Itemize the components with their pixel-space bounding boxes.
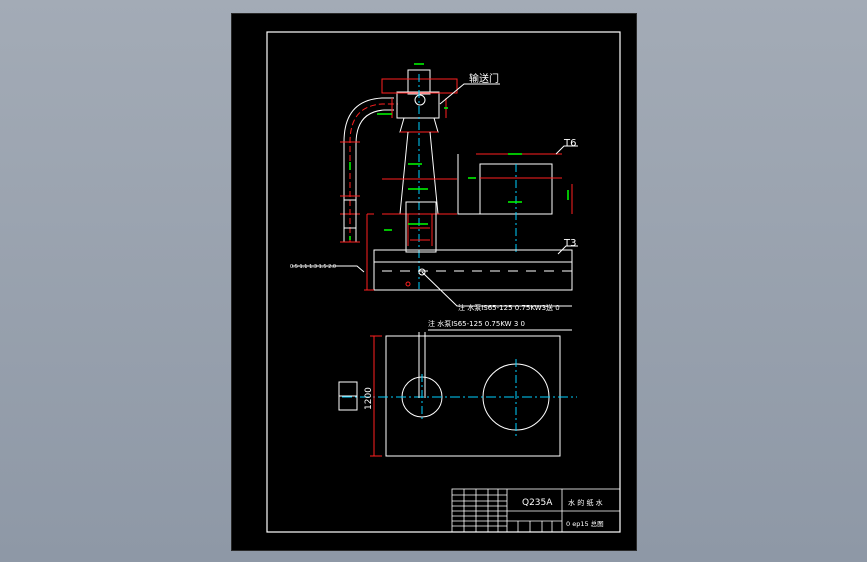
plan-dimension: 1200 <box>364 387 374 410</box>
t6-label: T6 <box>563 138 576 149</box>
cad-drawing: 输送门 T6 T3 注 水泵IS65-125 0.75KW3送 0 注 水泵IS… <box>266 31 621 533</box>
pipe-elbow-inner <box>355 109 394 242</box>
pump-note-1: 注 水泵IS65-125 0.75KW3送 0 <box>458 303 560 312</box>
plan-dim-line <box>370 335 382 457</box>
plan-view <box>338 332 577 457</box>
pump-note-leader <box>421 271 572 307</box>
water-tank <box>373 249 573 291</box>
dimension-marks <box>349 63 569 240</box>
title-material: Q235A <box>522 498 553 508</box>
pipe-centerline <box>349 103 398 242</box>
side-note: 0.5 1.1 1.3 1.5 2.0 <box>290 264 336 270</box>
title-block <box>451 488 621 533</box>
valve-note: 输送门 <box>469 72 499 85</box>
pump-note-2: 注 水泵IS65-125 0.75KW 3 0 <box>428 319 525 328</box>
t3-label: T3 <box>563 238 576 249</box>
column <box>399 131 439 215</box>
drawing-sheet: 输送门 T6 T3 注 水泵IS65-125 0.75KW3送 0 注 水泵IS… <box>231 13 637 551</box>
pipe-elbow-outer <box>343 97 394 242</box>
elevation-view <box>292 69 578 331</box>
title-sheet-info: 0 ep15 总图 <box>566 519 604 528</box>
title-name: 水 的 纸 水 <box>568 498 603 507</box>
inner-frame <box>266 31 621 533</box>
plan-outline <box>385 335 561 457</box>
